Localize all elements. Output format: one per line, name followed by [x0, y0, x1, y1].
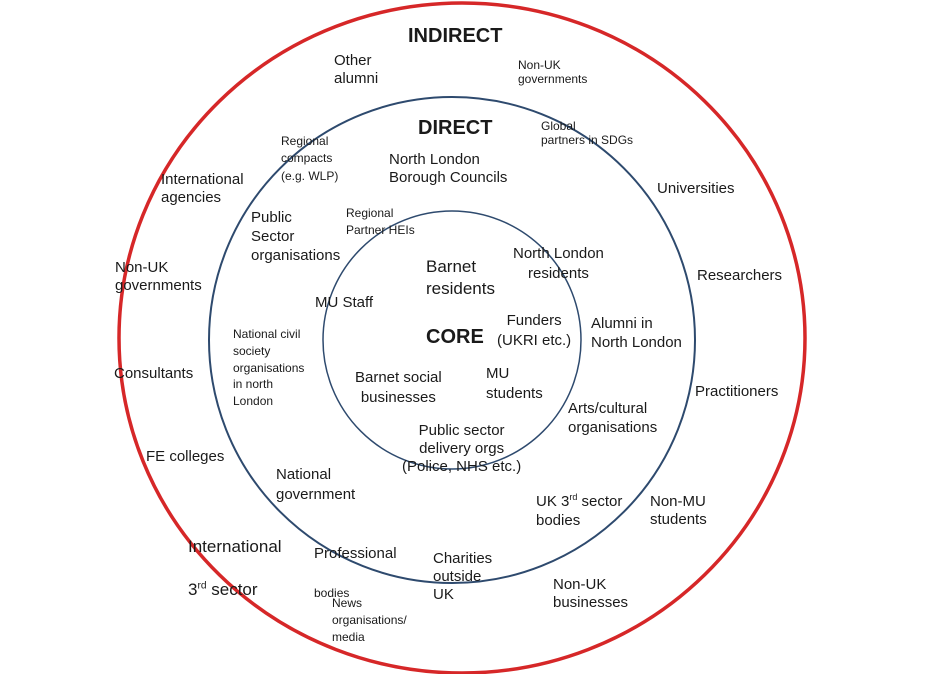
- label-public-sector-delivery: Public sector delivery orgs (Police, NHS…: [402, 422, 522, 475]
- label-professional-bodies: Professional bodies: [314, 525, 397, 602]
- label-mu-students: MU students: [486, 365, 543, 402]
- label-international-3rd-sector-sup: rd: [197, 580, 207, 592]
- label-non-uk-governments-top: Non-UK governments: [518, 58, 588, 87]
- label-barnet-residents: Barnet residents: [426, 257, 495, 299]
- label-mu-staff: MU Staff: [315, 294, 374, 311]
- direct-title: DIRECT: [418, 117, 493, 139]
- label-public-sector-organisations: Public Sector organisations: [251, 209, 341, 264]
- label-international-3rd-sector-rest: sector: [206, 579, 258, 599]
- label-news-organisations: News organisations/ media: [332, 596, 407, 644]
- label-charities-outside-uk: Charities outside UK: [433, 550, 493, 603]
- label-fe-colleges: FE colleges: [146, 448, 225, 465]
- label-uk-3rd-pre: UK 3: [536, 492, 570, 510]
- label-arts-cultural-organisations: Arts/cultural organisations: [568, 400, 658, 436]
- label-international-agencies: International agencies: [161, 171, 244, 206]
- indirect-ring: [117, 1, 807, 674]
- core-ring: [322, 210, 582, 470]
- label-international-3rd-sector-num: 3: [188, 579, 198, 599]
- label-researchers: Researchers: [697, 267, 783, 284]
- indirect-title: INDIRECT: [408, 25, 503, 47]
- label-non-mu-students: Non-MU students: [650, 493, 707, 528]
- label-non-uk-governments-left: Non-UK governments: [115, 259, 202, 294]
- label-uk-3rd-sup: rd: [569, 491, 578, 502]
- label-global-partners: Global partners in SDGs: [541, 119, 634, 148]
- label-non-uk-businesses: Non-UK businesses: [553, 576, 629, 611]
- label-consultants: Consultants: [114, 365, 194, 382]
- label-regional-compacts: Regional compacts (e.g. WLP): [281, 134, 339, 183]
- label-north-london-borough-councils: North London Borough Councils: [389, 151, 508, 186]
- label-national-government: National government: [276, 445, 355, 505]
- label-universities: Universities: [657, 180, 735, 197]
- label-practitioners: Practitioners: [695, 383, 779, 400]
- label-funders: Funders (UKRI etc.): [497, 312, 572, 349]
- label-alumni-north-london: Alumni in North London: [591, 315, 682, 351]
- label-uk-3rd-sector-bodies: UK 3rd sector bodies: [536, 472, 622, 531]
- label-uk-3rd-post: sector bodies: [536, 492, 623, 530]
- label-barnet-social-businesses: Barnet social businesses: [355, 369, 442, 406]
- label-professional-bodies-line1: Professional: [314, 545, 397, 563]
- label-regional-partner-heis: Regional Partner HEIs: [346, 206, 415, 237]
- label-professional-bodies-line2: bodies: [314, 585, 350, 600]
- label-national-government-text: National government: [276, 466, 356, 503]
- label-international-3rd-sector: International 3rd sector: [188, 515, 282, 600]
- label-national-civil-society: National civil society organisations in …: [233, 327, 305, 409]
- direct-ring: [208, 96, 696, 584]
- core-title: CORE: [426, 326, 484, 348]
- label-north-london-residents: North London residents: [513, 245, 604, 282]
- label-other-alumni: Other alumni: [334, 52, 379, 87]
- label-international-3rd-sector-line1: International: [188, 537, 282, 557]
